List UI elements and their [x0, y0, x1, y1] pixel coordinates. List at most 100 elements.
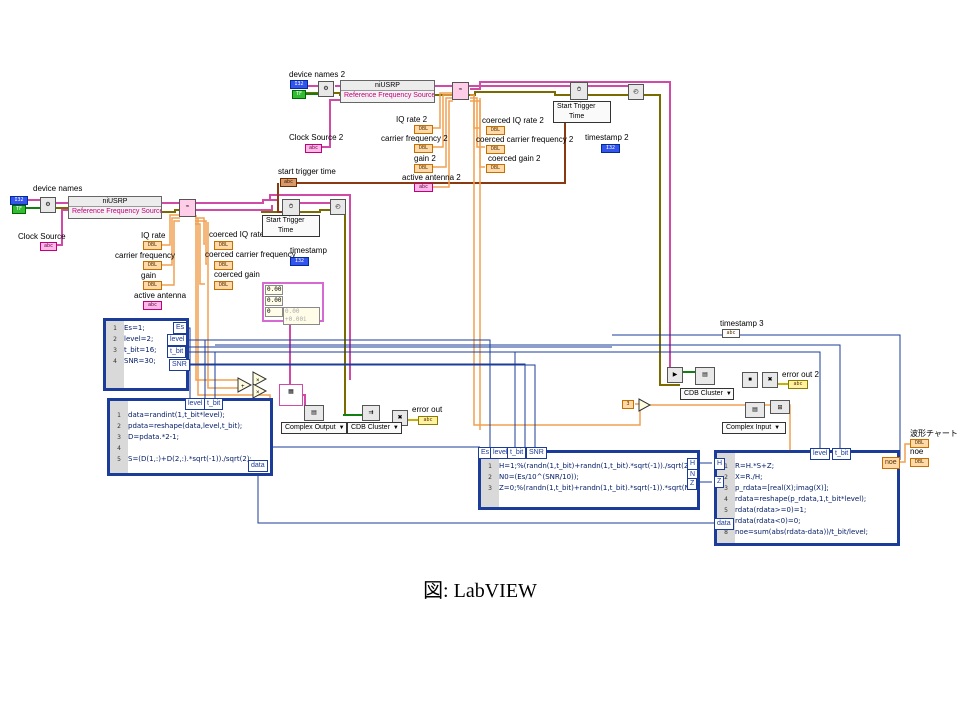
clock-source-2-terminal[interactable]: abc — [305, 144, 322, 153]
initiate-icon-2[interactable]: ◴ — [628, 84, 644, 100]
cluster-value-3[interactable]: 0 — [265, 307, 283, 317]
params-code-1: Es=1; — [124, 324, 145, 332]
active-antenna-2-terminal[interactable]: abc — [414, 183, 433, 192]
clock-source-2-label: Clock Source 2 — [289, 133, 344, 142]
build-array-icon[interactable]: ▦ — [279, 384, 303, 406]
initiate-icon-3[interactable]: ▶ — [667, 367, 683, 383]
niusrp-node-top-title: niUSRP — [341, 81, 434, 91]
iq-rate-terminal[interactable]: DBL — [143, 241, 162, 250]
input-var-t-bit-ch[interactable]: t_bit — [507, 447, 527, 459]
coerced-gain-indicator: DBL — [214, 281, 233, 290]
input-var-snr-ch[interactable]: SNR — [526, 447, 547, 459]
start-trigger-time-terminal[interactable]: abc — [280, 178, 297, 187]
coerced-iq-rate-2-label: coerced IQ rate 2 — [482, 116, 544, 125]
start-trigger-top-line2: Time — [569, 113, 585, 120]
gain-2-terminal[interactable]: DBL — [414, 164, 433, 173]
device-names-bool-terminal[interactable]: TF — [12, 205, 26, 214]
usrp-open-icon-2[interactable]: ⚙ — [318, 81, 334, 97]
abort-icon[interactable]: ■ — [742, 372, 758, 388]
gain-terminal[interactable]: DBL — [143, 281, 162, 290]
start-trigger-time-dropdown-top[interactable]: Start Trigger Time — [553, 101, 611, 123]
complex-output-text: Complex Output — [285, 424, 336, 431]
output-var-es[interactable]: Es — [173, 322, 188, 334]
rx-code-8: noe=sum(abs(rdata-data))/t_bit/level; — [735, 528, 869, 536]
rx-code-6: rdata(rdata<0)=0; — [735, 517, 801, 525]
output-var-noe[interactable]: noe — [882, 457, 900, 469]
close-session-icon-2[interactable]: ✖ — [762, 372, 778, 388]
params-ln-3: 3 — [113, 347, 117, 354]
complex-input-dropdown[interactable]: Complex Input▼ — [722, 422, 786, 434]
input-var-h-rx[interactable]: H — [714, 458, 726, 470]
start-trigger-time-dropdown-bottom[interactable]: Start Trigger Time — [262, 215, 320, 237]
constant-3[interactable]: 3 — [622, 400, 634, 409]
configure-signal-icon-2[interactable]: ≈ — [452, 82, 469, 100]
output-var-t-bit[interactable]: t_bit — [167, 346, 187, 358]
initiate-icon[interactable]: ◴ — [330, 199, 346, 215]
output-var-z[interactable]: Z — [687, 478, 698, 490]
output-var-snr[interactable]: SNR — [169, 359, 190, 371]
timestamp-indicator: I32 — [290, 257, 309, 266]
niusrp-node-top-row: Reference Frequency Source — [344, 92, 435, 99]
input-var-level-tx[interactable]: level — [185, 398, 206, 410]
start-trigger-icon-2[interactable]: ⏱ — [570, 82, 588, 100]
noe-indicator: DBL — [910, 458, 929, 467]
iq-rate-2-terminal[interactable]: DBL — [414, 125, 433, 134]
device-names-2-bool-terminal[interactable]: TF — [292, 90, 306, 99]
output-var-data[interactable]: data — [248, 460, 268, 472]
coerced-gain-label: coerced gain — [214, 270, 260, 279]
niusrp-node-bottom[interactable]: niUSRP Reference Frequency Source — [68, 196, 162, 219]
start-trigger-bottom-line1: Start Trigger — [266, 217, 305, 224]
params-ln-2: 2 — [113, 336, 117, 343]
cluster-value-1[interactable]: 0.00 — [265, 285, 283, 295]
device-names-2-terminal[interactable]: I32 — [290, 80, 308, 89]
tx-line-4: 4 — [110, 443, 128, 454]
output-var-level[interactable]: level — [167, 334, 188, 346]
input-var-t-bit-tx[interactable]: t_bit — [204, 398, 224, 410]
complex-output-dropdown[interactable]: Complex Output▼ — [281, 422, 347, 434]
tx-ln-4: 4 — [117, 445, 121, 452]
active-antenna-2-label: active antenna 2 — [402, 173, 461, 182]
input-var-data-rx[interactable]: data — [714, 518, 734, 530]
rx-ln-5: 5 — [724, 507, 728, 514]
error-out-2-label: error out 2 — [782, 370, 819, 379]
carrier-frequency-2-terminal[interactable]: DBL — [414, 144, 433, 153]
carrier-frequency-terminal[interactable]: DBL — [143, 261, 162, 270]
clock-source-terminal[interactable]: abc — [40, 242, 57, 251]
coerced-iq-rate-label: coerced IQ rate — [209, 230, 265, 239]
rx-ln-3: 3 — [724, 485, 728, 492]
niusrp-node-top[interactable]: niUSRP Reference Frequency Source — [340, 80, 435, 103]
usrp-open-icon[interactable]: ⚙ — [40, 197, 56, 213]
cdb-cluster-dropdown-right[interactable]: CDB Cluster▼ — [680, 388, 734, 400]
coerced-carrier-frequency-indicator: DBL — [214, 261, 233, 270]
index-array-icon[interactable]: ⊞ — [770, 400, 790, 414]
cluster-value-4[interactable]: 0.00 +0.00i — [283, 307, 320, 325]
params-code-4: SNR=30; — [124, 357, 156, 365]
mathscript-channel-gutter — [481, 453, 499, 507]
timestamp-label: timestamp — [290, 246, 327, 255]
fetch-rx-icon[interactable]: ▤ — [695, 367, 715, 385]
coerced-gain-2-indicator: DBL — [486, 164, 505, 173]
device-names-terminal[interactable]: I32 — [10, 196, 28, 205]
active-antenna-terminal[interactable]: abc — [143, 301, 162, 310]
complex-cluster-constant[interactable]: 0.00 0.00 0 0.00 +0.00i — [262, 282, 324, 325]
complex-input-node-icon[interactable]: ▤ — [745, 402, 765, 418]
input-var-z-rx[interactable]: Z — [714, 476, 725, 488]
write-icon[interactable]: ⇉ — [362, 405, 380, 421]
input-var-level-rx[interactable]: level — [810, 448, 831, 460]
tx-code-2: pdata=reshape(data,level,t_bit); — [128, 422, 243, 430]
rx-ln-1: 1 — [724, 463, 728, 470]
rx-ln-8: 8 — [724, 529, 728, 536]
cluster-value-2[interactable]: 0.00 — [265, 296, 283, 306]
carrier-frequency-label: carrier frequency — [115, 251, 176, 260]
complex-output-node-icon[interactable]: ▤ — [304, 405, 324, 421]
configure-signal-icon[interactable]: ≈ — [179, 199, 196, 217]
input-var-t-bit-rx[interactable]: t_bit — [832, 448, 852, 460]
cdb-cluster-dropdown-bottom[interactable]: CDB Cluster▼ — [347, 422, 402, 434]
